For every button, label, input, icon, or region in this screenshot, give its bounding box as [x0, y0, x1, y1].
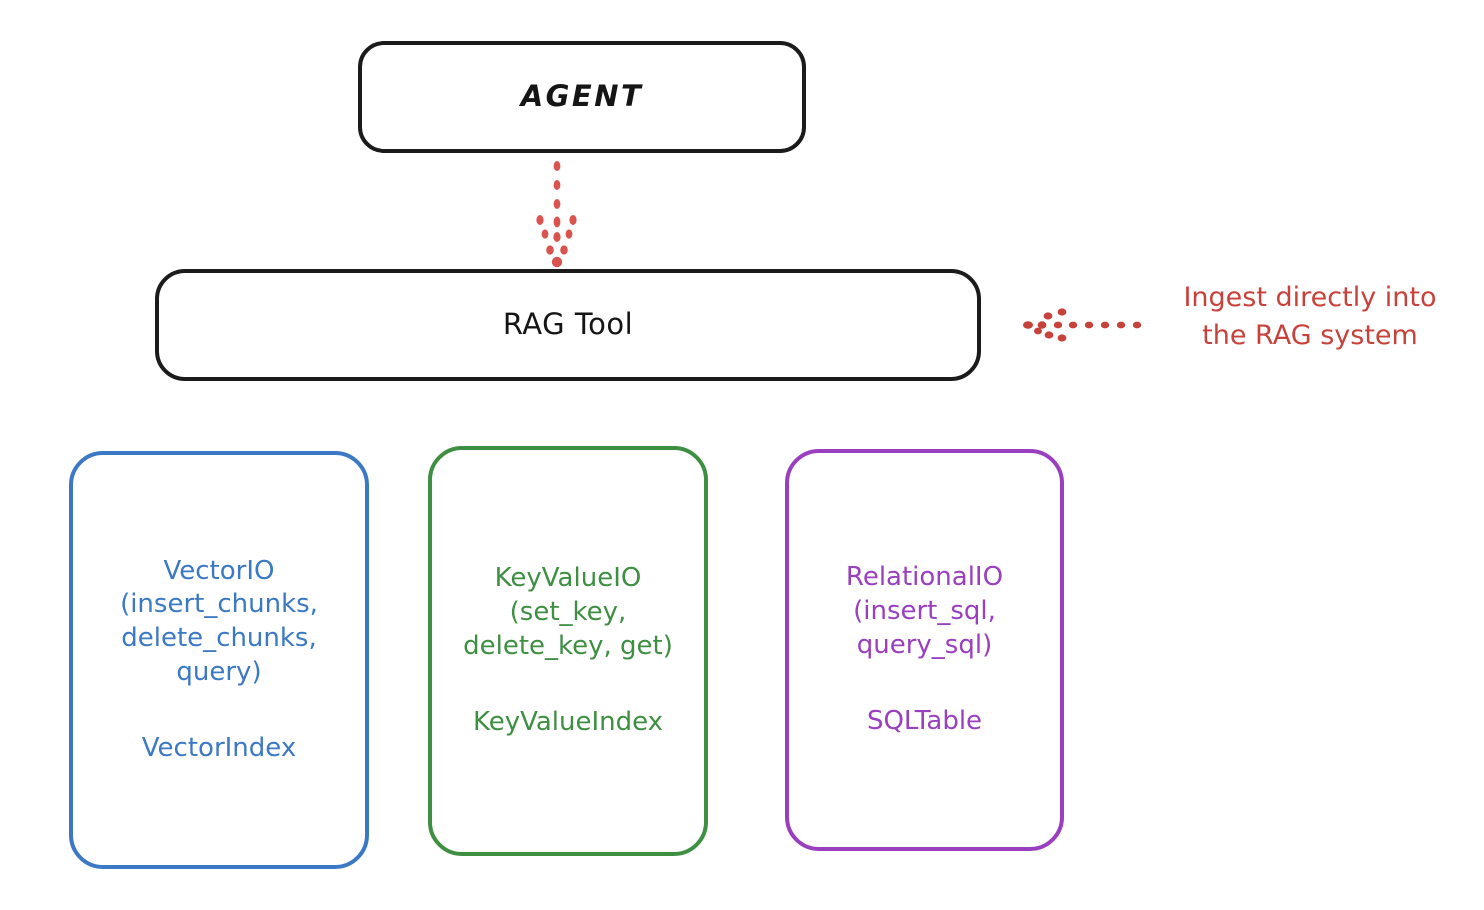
- relationalio-index-label: SQLTable: [866, 705, 983, 736]
- ingest-note-label: Ingest directly into the RAG system: [1183, 282, 1437, 352]
- rag-tool-node-label: RAG Tool: [502, 307, 634, 342]
- relationalio-api-label: RelationalIO (insert_sql, query_sql): [845, 562, 1004, 660]
- rag-tool-node[interactable]: RAG Tool: [155, 269, 981, 381]
- keyvalueio-node[interactable]: KeyValueIO (set_key, delete_key, get) Ke…: [428, 446, 708, 856]
- vectorio-index-label: VectorIndex: [141, 732, 297, 763]
- keyvalueio-api-label: KeyValueIO (set_key, delete_key, get): [463, 563, 673, 661]
- vectorio-node[interactable]: VectorIO (insert_chunks, delete_chunks, …: [69, 451, 369, 869]
- relationalio-node[interactable]: RelationalIO (insert_sql, query_sql) SQL…: [785, 449, 1064, 851]
- keyvalueio-index-label: KeyValueIndex: [472, 706, 664, 737]
- agent-node[interactable]: AGENT: [358, 41, 806, 153]
- ingest-arrow: [1023, 308, 1142, 342]
- agent-to-ragtool-arrow: [536, 161, 577, 268]
- vectorio-api-label: VectorIO (insert_chunks, delete_chunks, …: [120, 555, 318, 687]
- agent-node-label: AGENT: [520, 79, 644, 114]
